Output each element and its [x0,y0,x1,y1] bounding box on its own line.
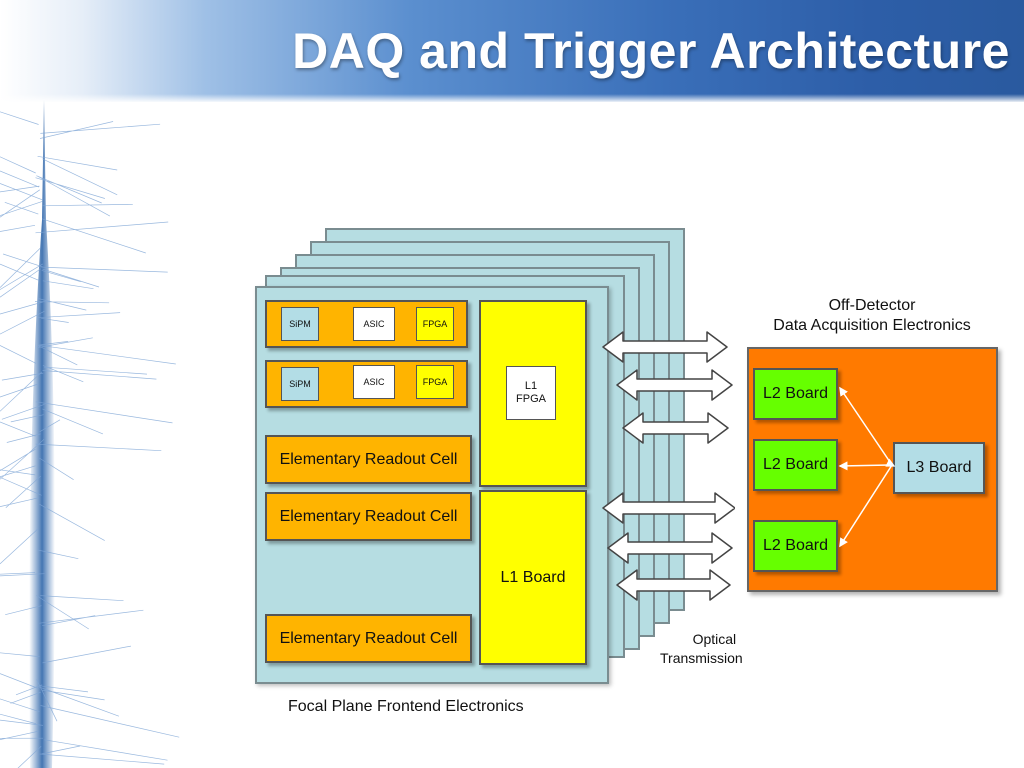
fpga-chip-1: FPGA [416,307,454,341]
slide-title: DAQ and Trigger Architecture [292,23,1010,79]
readout-cell-1: Elementary Readout Cell [265,435,472,484]
l1-fpga-line1: L1 [524,380,538,392]
optical-label: Optical Transmission [660,630,743,668]
asic-chip-2: ASIC [353,365,395,399]
l1-fpga-line2: FPGA [516,393,546,405]
l3-board: L3 Board [893,442,985,494]
sipm-chip-2: SiPM [281,367,319,401]
readout-cell-3: Elementary Readout Cell [265,614,472,663]
optical-label-line1: Optical [692,631,737,647]
l1-fpga-chip: L1 FPGA [506,366,556,420]
sipm-chip-1: SiPM [281,307,319,341]
header-band [0,0,1024,102]
asic-chip-1: ASIC [353,307,395,341]
l2-board-2: L2 Board [753,439,838,491]
l2-l3-links [838,386,896,548]
frontend-caption: Focal Plane Frontend Electronics [288,698,524,715]
optical-links [602,331,735,601]
fpga-chip-2: FPGA [416,365,454,399]
l2-board-3: L2 Board [753,520,838,572]
off-detector-line1: Off-Detector [828,297,916,314]
readout-cell-2: Elementary Readout Cell [265,492,472,541]
l1-board: L1 Board [479,490,587,665]
off-detector-line2: Data Acquisition Electronics [773,317,971,334]
l2-board-1: L2 Board [753,368,838,420]
particle-shower-decoration [0,100,180,768]
off-detector-label: Off-Detector Data Acquisition Electronic… [752,296,992,336]
daq-diagram: SiPM ASIC FPGA SiPM ASIC FPGA Elementary… [250,220,1010,740]
optical-label-line2: Transmission [660,650,743,666]
